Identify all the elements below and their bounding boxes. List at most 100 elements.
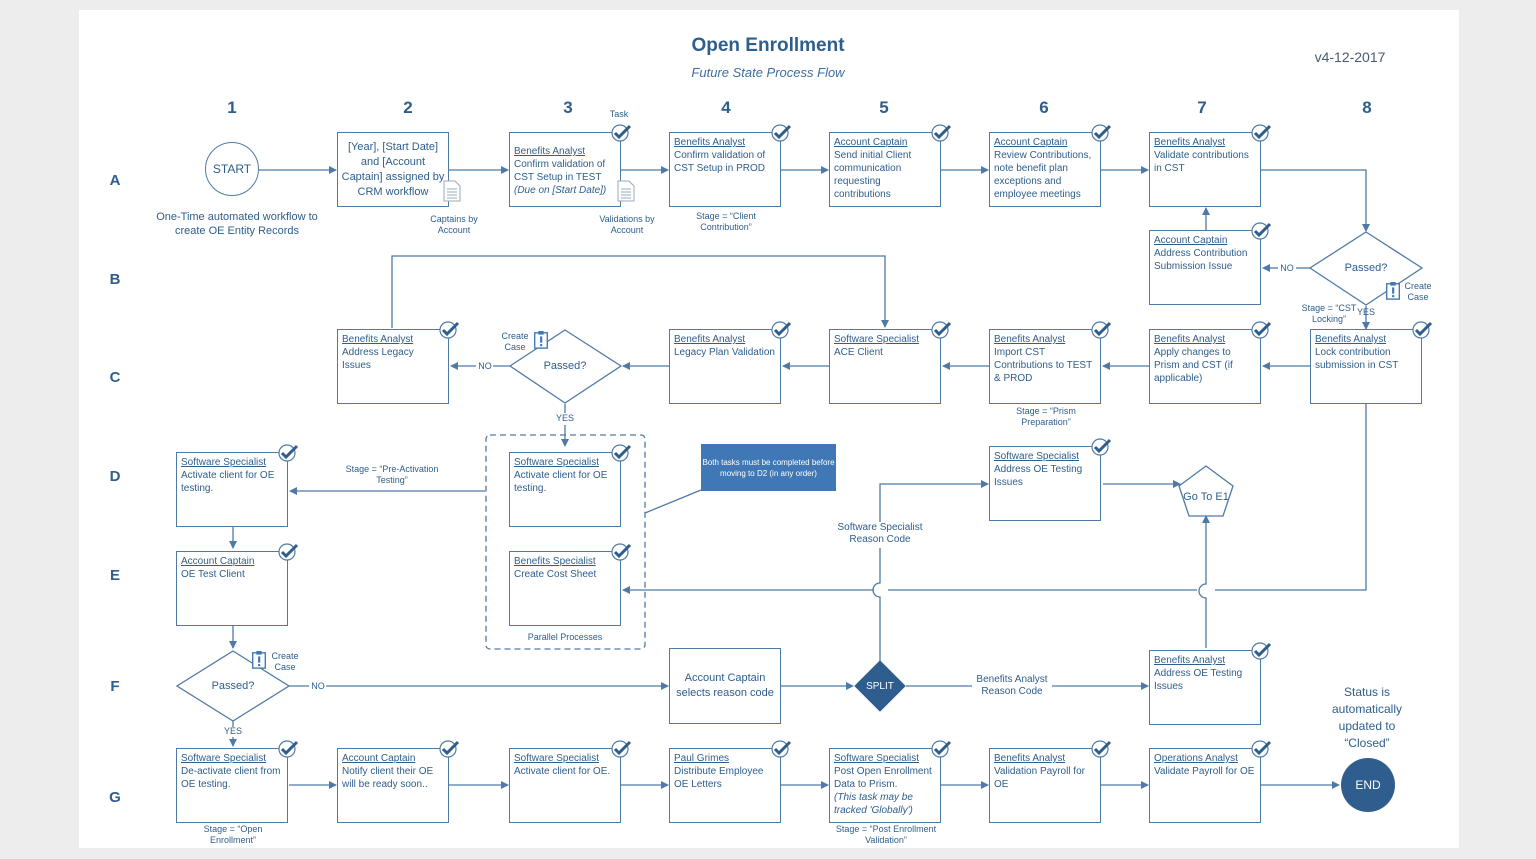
- checkmark-icon: [1091, 321, 1112, 339]
- page-subtitle: Future State Process Flow: [691, 65, 845, 80]
- task-c5-role: Software Specialist: [834, 334, 920, 345]
- start-node[interactable]: START: [205, 142, 259, 196]
- task-g4-role: Paul Grimes: [674, 753, 730, 764]
- task-a6[interactable]: Account Captain Review Contributions, no…: [989, 132, 1101, 207]
- task-g2-desc: Notify client their OE will be ready soo…: [342, 766, 434, 790]
- task-g3-desc: Activate client for OE.: [514, 766, 611, 777]
- task-c6[interactable]: Benefits Analyst Import CST Contribution…: [989, 329, 1101, 404]
- task-a4[interactable]: Benefits Analyst Confirm validation of C…: [669, 132, 781, 207]
- task-a4-desc: Confirm validation of CST Setup in PROD: [674, 150, 766, 174]
- task-c4-desc: Legacy Plan Validation: [674, 347, 775, 358]
- ss-reason-code-label: Software Specialist Reason Code: [837, 522, 923, 545]
- stage-post-enrollment-label: Stage = “Post Enrollment Validation”: [835, 824, 937, 845]
- arrow-c8-to-e3: [1215, 404, 1367, 591]
- task-d6-role: Software Specialist: [994, 451, 1080, 462]
- column-number-6: 6: [1039, 98, 1049, 117]
- task-g6-role: Benefits Analyst: [994, 753, 1066, 764]
- task-a2-text: [Year], [Start Date] and [Account Captai…: [341, 140, 445, 198]
- checkmark-icon: [278, 543, 299, 561]
- task-f7[interactable]: Benefits Analyst Address OE Testing Issu…: [1149, 650, 1261, 725]
- decision-b8-label: Passed?: [1344, 262, 1388, 274]
- task-d3-desc: Activate client for OE testing.: [514, 470, 608, 494]
- task-a3-note: (Due on [Start Date]): [514, 185, 607, 196]
- task-d6-desc: Address OE Testing Issues: [994, 464, 1083, 488]
- task-a6-desc: Review Contributions, note benefit plan …: [994, 150, 1092, 200]
- task-e3-role: Benefits Specialist: [514, 556, 596, 567]
- task-a3[interactable]: Benefits Analyst Confirm validation of C…: [509, 132, 621, 207]
- column-number-3: 3: [563, 98, 573, 117]
- task-a6-role: Account Captain: [994, 137, 1068, 148]
- checkmark-icon: [278, 740, 299, 758]
- column-number-7: 7: [1197, 98, 1207, 117]
- start-note: One-Time automated workflow to create OE…: [156, 211, 318, 237]
- task-g4[interactable]: Paul Grimes Distribute Employee OE Lette…: [669, 748, 781, 823]
- no-label-f1: NO: [311, 681, 325, 691]
- task-f7-role: Benefits Analyst: [1154, 655, 1226, 666]
- start-label: START: [212, 162, 252, 176]
- task-a5[interactable]: Account Captain Send initial Client comm…: [829, 132, 941, 207]
- end-node[interactable]: END: [1341, 758, 1395, 812]
- create-case-label-c2: Create Case: [501, 331, 529, 352]
- task-g1[interactable]: Software Specialist De-activate client f…: [176, 748, 288, 823]
- task-f4[interactable]: Account Captain selects reason code: [669, 648, 781, 724]
- task-d6[interactable]: Software Specialist Address OE Testing I…: [989, 446, 1101, 521]
- checkmark-icon: [1091, 124, 1112, 142]
- task-e3[interactable]: Benefits Specialist Create Cost Sheet: [509, 551, 621, 626]
- task-c7-desc: Apply changes to Prism and CST (if appli…: [1154, 347, 1233, 384]
- task-c1-role: Benefits Analyst: [342, 334, 414, 345]
- task-g7[interactable]: Operations Analyst Validate Payroll for …: [1149, 748, 1261, 823]
- checkmark-icon: [771, 321, 792, 339]
- task-a5-role: Account Captain: [834, 137, 908, 148]
- task-legend-label: Task: [609, 109, 629, 119]
- row-label-a: A: [109, 172, 121, 189]
- task-e1[interactable]: Account Captain OE Test Client: [176, 551, 288, 626]
- no-label-b8: NO: [1280, 263, 1294, 273]
- task-g5[interactable]: Software Specialist Post Open Enrollment…: [829, 748, 941, 823]
- yes-label-c2: YES: [555, 413, 574, 423]
- checkmark-icon: [1251, 124, 1272, 142]
- status-note: Status is automatically updated to “Clos…: [1331, 685, 1403, 750]
- task-a7[interactable]: Benefits Analyst Validate contributions …: [1149, 132, 1261, 207]
- task-e1-role: Account Captain: [181, 556, 255, 567]
- task-g3[interactable]: Software Specialist Activate client for …: [509, 748, 621, 823]
- task-a2[interactable]: [Year], [Start Date] and [Account Captai…: [337, 132, 449, 207]
- task-c5[interactable]: Software Specialist ACE Client: [829, 329, 941, 404]
- document-icon: [443, 180, 461, 202]
- checkmark-icon: [771, 124, 792, 142]
- task-a4-role: Benefits Analyst: [674, 137, 746, 148]
- task-c8-role: Benefits Analyst: [1315, 334, 1387, 345]
- stage-cst-locking-label: Stage = “CST Locking”: [1301, 303, 1357, 324]
- task-c7[interactable]: Benefits Analyst Apply changes to Prism …: [1149, 329, 1261, 404]
- stage-open-enrollment-label: Stage = “Open Enrollment”: [203, 824, 263, 845]
- checkmark-icon: [1251, 321, 1272, 339]
- task-d1[interactable]: Software Specialist Activate client for …: [176, 452, 288, 527]
- task-g2[interactable]: Account Captain Notify client their OE w…: [337, 748, 449, 823]
- parallel-callout: Both tasks must be completed before movi…: [701, 444, 836, 491]
- yes-label-f1: YES: [223, 726, 242, 736]
- task-g7-desc: Validate Payroll for OE: [1154, 766, 1255, 777]
- end-label: END: [1355, 778, 1381, 792]
- row-label-d: D: [109, 468, 121, 485]
- task-c8[interactable]: Benefits Analyst Lock contribution submi…: [1310, 329, 1422, 404]
- task-c4-role: Benefits Analyst: [674, 334, 746, 345]
- column-number-8: 8: [1362, 98, 1372, 117]
- goto-shape: [1178, 465, 1234, 517]
- task-c1-desc: Address Legacy Issues: [342, 347, 414, 371]
- column-number-5: 5: [879, 98, 889, 117]
- task-c4[interactable]: Benefits Analyst Legacy Plan Validation: [669, 329, 781, 404]
- task-a7-role: Benefits Analyst: [1154, 137, 1226, 148]
- checkmark-icon: [1251, 222, 1272, 240]
- column-number-1: 1: [227, 98, 237, 117]
- decision-f1-label: Passed?: [211, 680, 255, 692]
- parallel-processes-label: Parallel Processes: [527, 632, 603, 642]
- task-d3[interactable]: Software Specialist Activate client for …: [509, 452, 621, 527]
- task-c1[interactable]: Benefits Analyst Address Legacy Issues: [337, 329, 449, 404]
- task-g6[interactable]: Benefits Analyst Validation Payroll for …: [989, 748, 1101, 823]
- version-label: v4-12-2017: [1314, 49, 1386, 65]
- validations-by-account-label: Validations by Account: [599, 214, 655, 235]
- decision-b8-shape: [1308, 231, 1424, 306]
- create-case-icon: [1386, 282, 1400, 300]
- checkmark-icon: [1251, 642, 1272, 660]
- task-b7[interactable]: Account Captain Address Contribution Sub…: [1149, 230, 1261, 305]
- task-g3-role: Software Specialist: [514, 753, 600, 764]
